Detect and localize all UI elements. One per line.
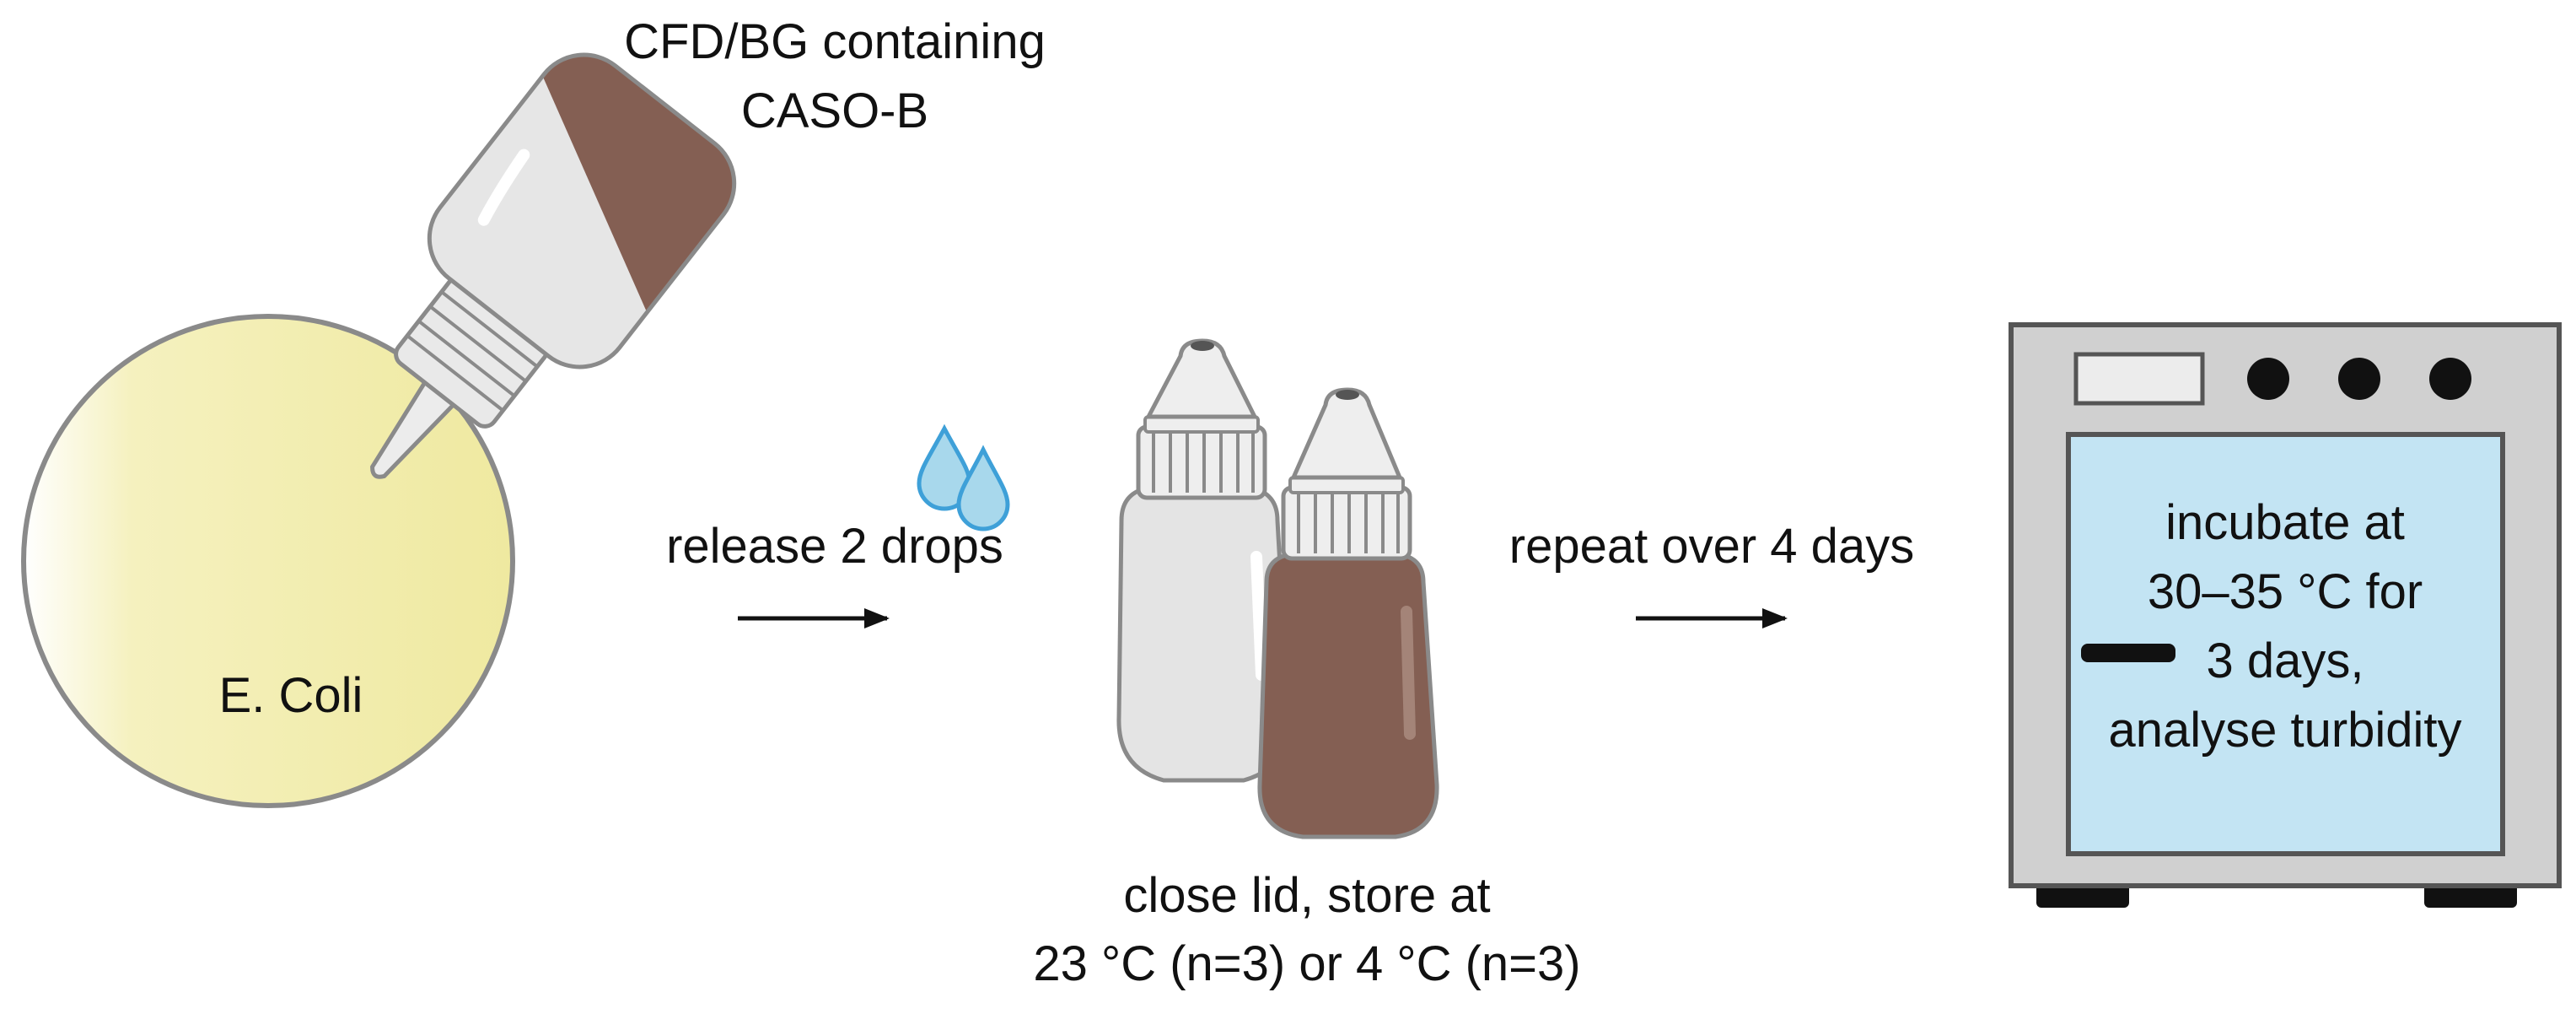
storage-caption-line1: close lid, store at xyxy=(1123,868,1491,923)
incubator-text-line2: 30–35 °C for xyxy=(2147,564,2423,619)
repeat-days-label: repeat over 4 days xyxy=(1508,519,1915,574)
source-label-line2: CASO-B xyxy=(740,84,929,138)
source-dropper-bottle-icon xyxy=(370,34,755,479)
water-drops-icon xyxy=(917,423,1010,531)
petri-dish-label: E. Coli xyxy=(218,668,363,723)
release-drops-label: release 2 drops xyxy=(666,519,1003,574)
brown-storage-bottle-icon xyxy=(1257,387,1439,839)
storage-caption-line2: 23 °C (n=3) or 4 °C (n=3) xyxy=(1033,936,1581,991)
incubator-text-line1: incubate at xyxy=(2165,495,2405,550)
incubator-text-line3: 3 days, xyxy=(2206,634,2364,688)
clear-storage-bottle-icon xyxy=(1116,338,1291,783)
incubator-text-line4: analyse turbidity xyxy=(2108,703,2462,758)
incubator-icon xyxy=(2009,322,2562,908)
source-label-line1: CFD/BG containing xyxy=(624,14,1046,69)
